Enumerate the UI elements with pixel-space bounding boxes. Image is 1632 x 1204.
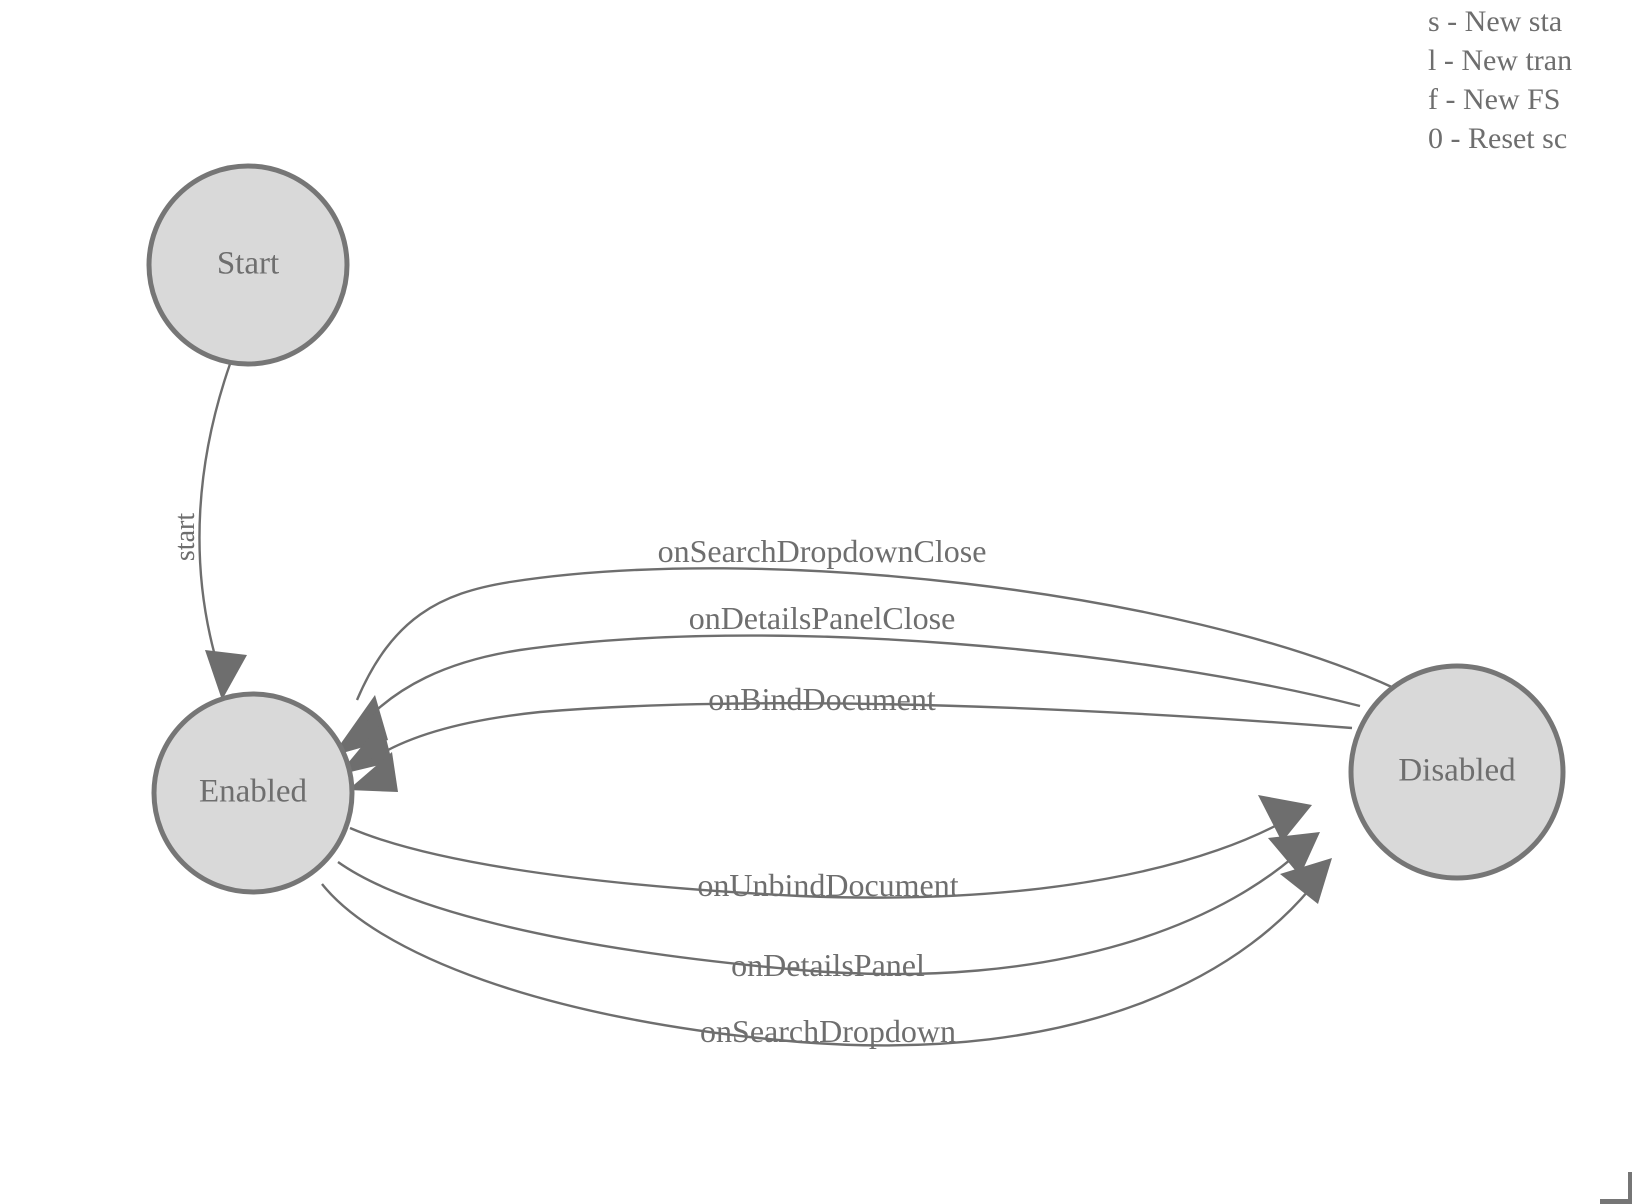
arrowhead-ondetailspanelclose [338, 722, 392, 775]
keyboard-shortcuts-panel: s - New sta l - New tran f - New FS 0 - … [1428, 0, 1632, 158]
node-start-circle[interactable] [146, 163, 350, 367]
arrowhead-ondetailspanel [1268, 832, 1320, 876]
edge-label-ondetailspanel: onDetailsPanel [731, 947, 925, 983]
help-line-reset: 0 - Reset sc [1428, 122, 1568, 155]
node-enabled-label: Enabled [199, 774, 308, 810]
node-enabled[interactable]: Enabled [151, 691, 355, 895]
arrowhead-onbinddocument [348, 752, 398, 792]
node-enabled-circle[interactable] [151, 691, 355, 895]
node-disabled-circle[interactable] [1348, 663, 1566, 881]
node-start[interactable]: Start [146, 163, 350, 367]
edge-path-ondetailspanelclose [357, 634, 1361, 730]
edge-label-start: start [170, 513, 201, 561]
edge-label-onunbinddocument: onUnbindDocument [697, 867, 958, 903]
edge-label-onbinddocument: onBindDocument [708, 681, 936, 717]
edge-path-onunbinddocument [349, 810, 1301, 899]
arrowhead-onsearchdropdown [1280, 858, 1332, 904]
edge-label-ondetailspanelclose: onDetailsPanelClose [689, 600, 956, 636]
edge-disabled-to-enabled-onsearchdropdownclose[interactable] [332, 567, 1395, 756]
node-start-label: Start [217, 246, 279, 282]
edge-path-ondetailspanel [337, 839, 1313, 976]
edge-disabled-to-enabled-onbinddocument[interactable] [348, 702, 1353, 792]
edge-path-onsearchdropdown [321, 867, 1327, 1047]
edge-path-onbinddocument [367, 702, 1353, 763]
node-disabled[interactable]: Disabled [1348, 663, 1566, 881]
edge-disabled-to-enabled-ondetailspanelclose[interactable] [338, 634, 1361, 775]
edge-enabled-to-disabled-ondetailspanel[interactable] [337, 832, 1320, 976]
edge-path-start [198, 363, 232, 653]
edge-start-to-enabled[interactable]: start [170, 363, 247, 700]
arrowhead-start-to-enabled [205, 650, 247, 700]
edge-enabled-to-disabled-onunbinddocument[interactable] [349, 795, 1312, 899]
help-line-new-transition: l - New tran [1428, 44, 1573, 77]
help-line-new-fsm: f - New FS [1428, 83, 1561, 116]
node-disabled-label: Disabled [1398, 753, 1516, 789]
help-line-new-state: s - New sta [1428, 5, 1563, 38]
edge-enabled-to-disabled-onsearchdropdown[interactable] [321, 858, 1332, 1047]
edge-path-onsearchdropdownclose [355, 567, 1395, 701]
edge-label-onsearchdropdownclose: onSearchDropdownClose [658, 533, 987, 569]
edge-label-onsearchdropdown: onSearchDropdown [700, 1013, 956, 1049]
arrowhead-onunbinddocument [1258, 795, 1312, 842]
